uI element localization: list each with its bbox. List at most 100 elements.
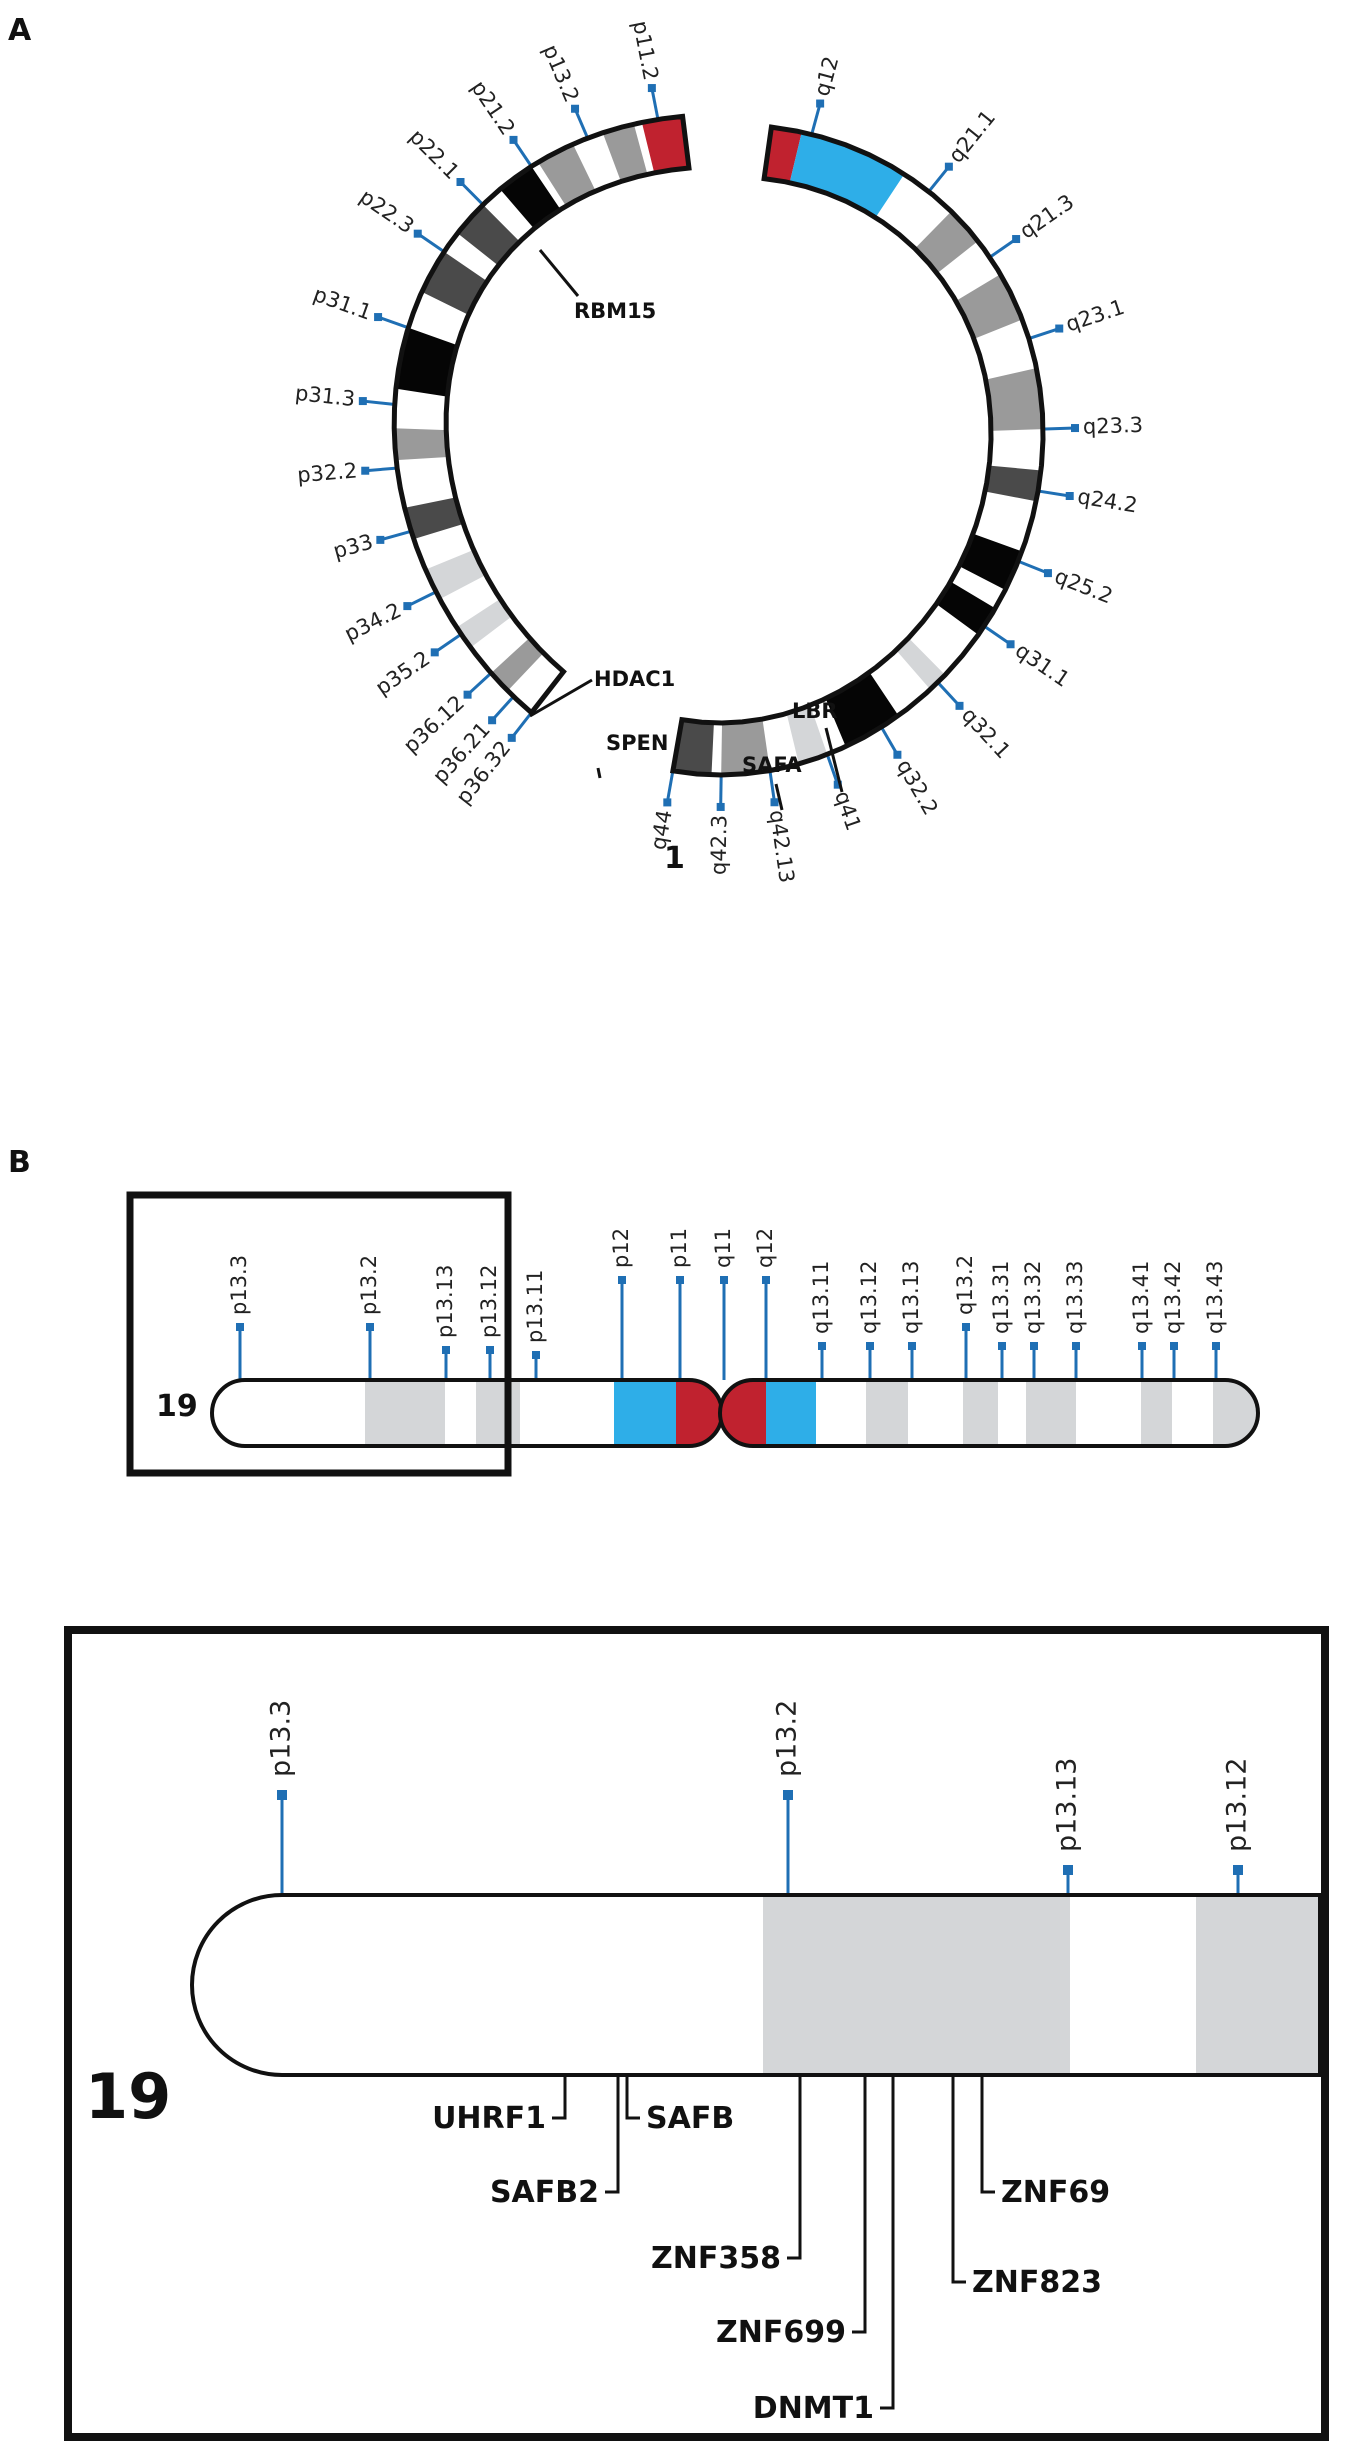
band-marker-head	[442, 1346, 450, 1354]
band-marker-head	[893, 750, 902, 759]
p-arm-band	[394, 428, 453, 461]
band-marker-head	[361, 466, 370, 475]
q-arm-band	[720, 1380, 766, 1446]
p-arm-band	[535, 140, 598, 210]
band-marker-head	[1063, 1865, 1073, 1875]
band-marker-head	[463, 690, 472, 699]
band-label: q21.3	[1015, 190, 1078, 244]
gene-pointer	[552, 2077, 567, 2120]
band-label: q23.3	[1083, 413, 1144, 439]
gene-pointer	[787, 2077, 802, 2260]
band-marker-stem	[362, 399, 393, 406]
band-marker-head	[1071, 424, 1080, 433]
band-label: q23.1	[1063, 295, 1128, 337]
band-marker-head	[962, 1323, 970, 1331]
band-marker-head	[509, 135, 518, 144]
band-marker-stem	[365, 466, 396, 473]
zoomed-chromosome-19-label: 19	[85, 2060, 171, 2133]
q-arm-band	[866, 1380, 908, 1446]
band-marker-head	[1065, 492, 1074, 501]
gene-pointer	[980, 2077, 995, 2194]
panel-a: A p11.2p13.2p21.2p22.1p22.3p31.1p31.3p32…	[8, 13, 1143, 885]
band-label: p12	[609, 1228, 633, 1268]
band-label: p31.3	[294, 381, 356, 411]
band-marker-head	[486, 1346, 494, 1354]
band-marker-stem	[881, 728, 899, 756]
band-marker-stem	[433, 634, 461, 654]
band-marker-head	[1006, 640, 1015, 649]
band-marker-head	[403, 602, 412, 611]
band-marker-head	[1170, 1342, 1178, 1350]
gene-label: ZNF358	[651, 2241, 781, 2276]
p-arm-band	[476, 1380, 520, 1446]
band-label: q13.11	[809, 1261, 833, 1334]
p-arm-band	[394, 326, 461, 398]
gene-label: UHRF1	[432, 2101, 546, 2136]
panel-a-letter: A	[8, 13, 32, 48]
gene-pointer	[538, 249, 580, 297]
q-arm-band	[933, 579, 999, 638]
band-marker-head	[998, 1342, 1006, 1350]
q-arm-band	[955, 532, 1026, 592]
q-arm-band	[893, 635, 948, 693]
q-arm-band	[981, 465, 1043, 502]
band-marker-head	[908, 1342, 916, 1350]
band-label: p11	[667, 1228, 691, 1268]
chromosome-1-label: 1	[664, 841, 685, 876]
band-label: p21.2	[466, 76, 520, 139]
band-label: q13.12	[857, 1261, 881, 1334]
band-label: q42.13	[765, 808, 799, 884]
gene-pointer	[880, 2077, 895, 2410]
band-marker-head	[944, 162, 953, 171]
band-marker-stem	[416, 232, 444, 252]
band-label: q21.1	[944, 106, 1000, 168]
q-arm-band	[963, 1380, 998, 1446]
band-marker-stem	[768, 772, 776, 803]
q-arm-band	[1141, 1380, 1172, 1446]
chromosome-19-p-arm	[210, 1378, 724, 1448]
band-marker-head	[955, 701, 964, 710]
p-arm-band	[488, 635, 547, 694]
band-label: q25.2	[1051, 564, 1116, 609]
band-marker-stem	[810, 103, 822, 133]
band-label: p13.2	[772, 1700, 803, 1777]
band-marker-head	[676, 1276, 684, 1284]
band-label: q12	[810, 54, 844, 99]
gene-label: ZNF823	[972, 2265, 1102, 2300]
band-label: p31.1	[310, 282, 375, 325]
band-label: p13.2	[357, 1255, 381, 1315]
band-label: p22.1	[405, 124, 464, 184]
band-marker-head	[783, 1790, 793, 1800]
band-label: q32.1	[957, 703, 1015, 763]
chromosome-19-label: 19	[156, 1389, 198, 1424]
band-marker-head	[720, 1276, 728, 1284]
zoom-band	[763, 1895, 1070, 2075]
band-marker-stem	[1030, 327, 1060, 340]
gene-pointer	[625, 2077, 640, 2120]
band-label: p13.3	[227, 1255, 251, 1315]
band-marker-stem	[379, 530, 410, 542]
q-arm-band	[981, 367, 1043, 431]
band-label: p33	[331, 530, 376, 564]
gene-label: ZNF69	[1001, 2175, 1110, 2210]
p-arm-band	[676, 1380, 722, 1446]
band-marker-head	[1212, 1342, 1220, 1350]
band-marker-head	[430, 648, 439, 657]
band-marker-head	[1233, 1865, 1243, 1875]
band-marker-stem	[650, 87, 660, 118]
gene-label: SAFB2	[490, 2175, 599, 2210]
panel-b-letter: B	[8, 1145, 31, 1180]
band-label: q31.1	[1011, 638, 1074, 692]
band-label: q42.3	[707, 815, 732, 875]
band-label: p35.2	[371, 646, 434, 700]
band-label: p13.12	[1222, 1758, 1253, 1852]
band-marker-head	[866, 1342, 874, 1350]
band-marker-head	[816, 99, 825, 108]
band-label: q13.43	[1203, 1261, 1227, 1334]
band-marker-stem	[406, 591, 435, 608]
gene-label: HDAC1	[594, 667, 675, 691]
band-label: p32.2	[296, 458, 358, 487]
band-label: p13.11	[523, 1270, 547, 1343]
